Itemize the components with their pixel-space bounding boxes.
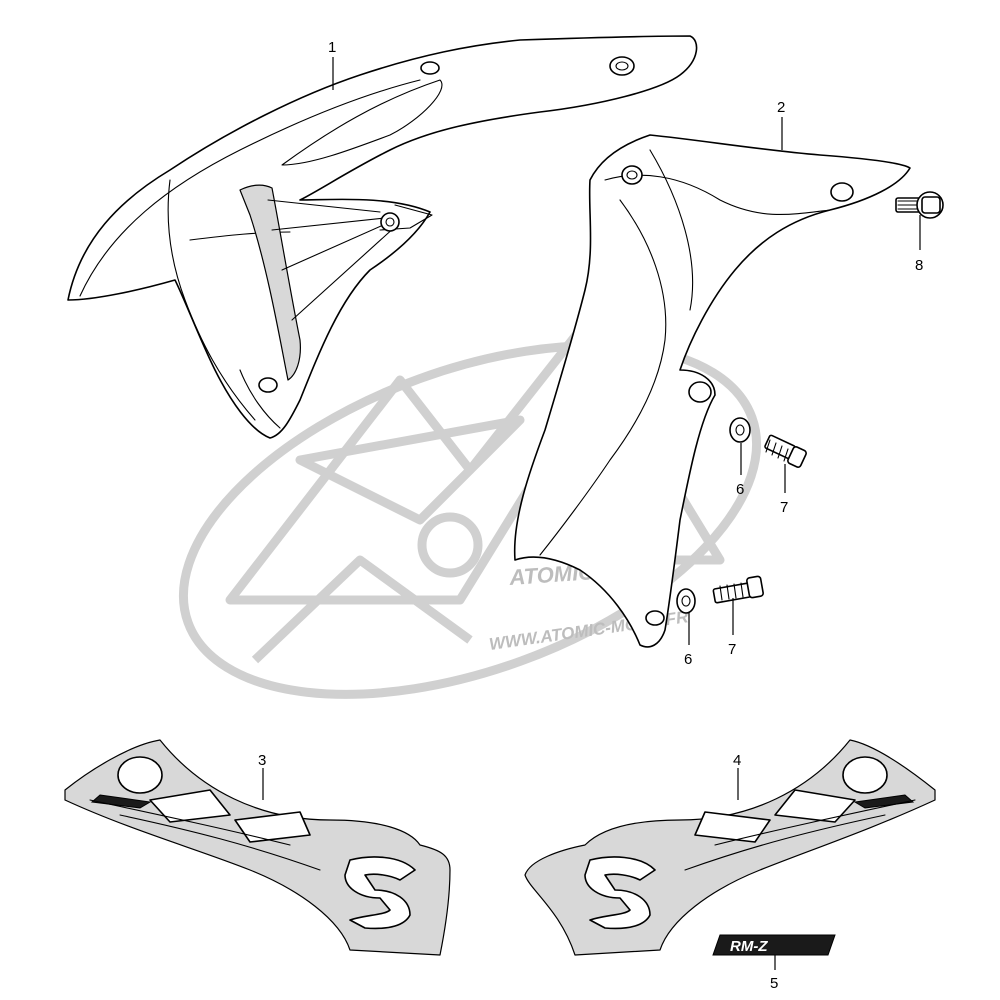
part-label-7-upper: 7 — [780, 499, 788, 516]
part-4-right-decal — [524, 739, 936, 956]
part-7-bolt-upper — [764, 434, 807, 468]
part-7-bolt-lower — [712, 575, 764, 604]
part-label-6-lower: 6 — [684, 651, 692, 668]
watermark-logo — [178, 325, 762, 699]
part-label-2: 2 — [777, 99, 785, 116]
part-label-7-lower: 7 — [728, 641, 736, 658]
part-5-emblem: RM-Z — [712, 934, 836, 956]
part-label-3: 3 — [258, 752, 266, 769]
part-6-washer-upper — [729, 417, 751, 443]
part-label-4: 4 — [733, 752, 741, 769]
part-6-washer-lower — [676, 588, 696, 614]
emblem-text: RM-Z — [730, 938, 768, 955]
part-label-8: 8 — [915, 257, 923, 274]
grommet-icon — [380, 212, 400, 232]
part-label-1: 1 — [328, 39, 336, 56]
part-label-5: 5 — [770, 975, 778, 992]
part-3-left-decal — [64, 739, 451, 956]
part-2-right-shroud — [513, 134, 911, 648]
part-1-left-shroud — [67, 35, 698, 439]
part-label-6-upper: 6 — [736, 481, 744, 498]
part-8-bolt — [895, 191, 944, 219]
